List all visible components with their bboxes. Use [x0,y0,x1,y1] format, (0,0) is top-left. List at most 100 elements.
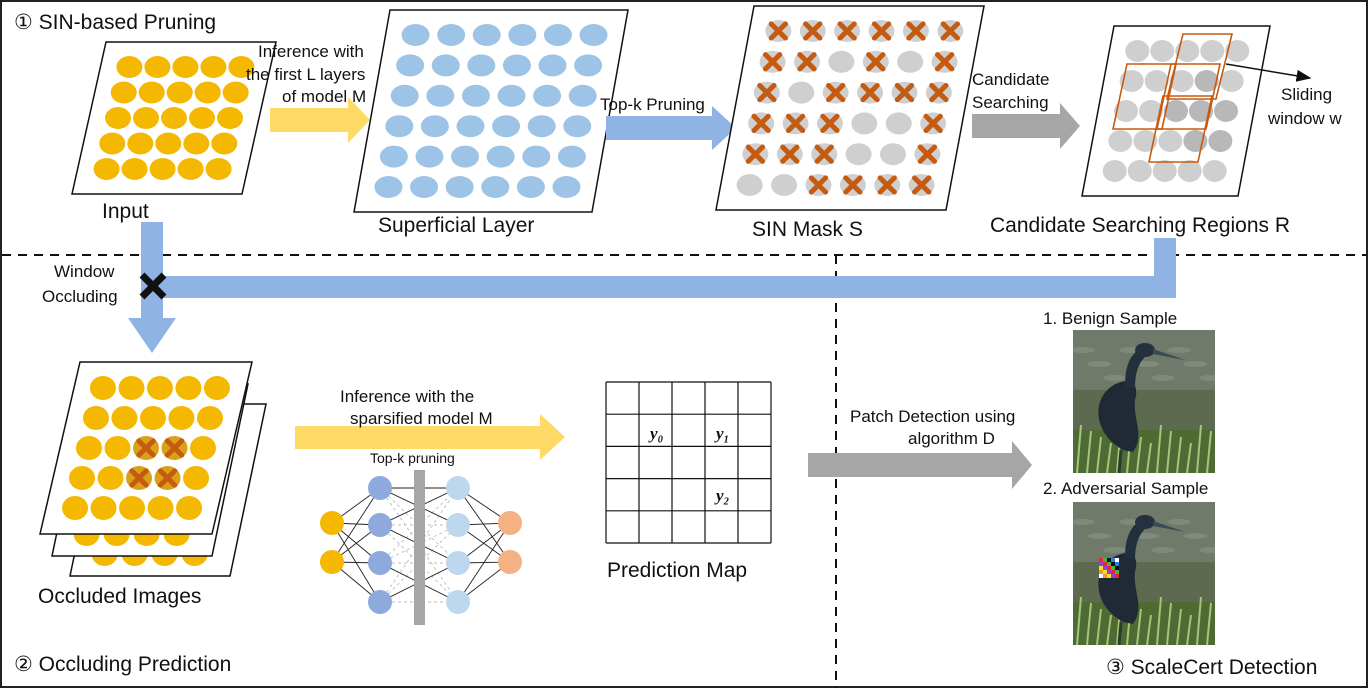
grid-dot [486,145,515,168]
nn-edge [379,487,459,603]
grass-area [1073,602,1215,645]
arrow4-label-line1: Inference with the [340,387,474,406]
adversarial-patch-pixel [1103,566,1107,570]
nn-node [368,590,392,614]
grid-dot [467,54,496,77]
heron-head [1135,343,1155,357]
cross-mark-icon [745,144,766,164]
grass-blade [1086,602,1092,645]
window-occluding-label-line2: Occluding [42,287,118,306]
grid-dot [1139,100,1163,122]
arrow1-label-line1: Inference with [258,42,364,61]
cross-mark-icon [797,52,817,72]
occluded-images-stack [39,361,267,577]
grass-area [1073,430,1215,473]
grid-dot [845,143,872,166]
grid-dot [97,466,124,490]
grid-dot [110,81,137,104]
grid-dot [533,84,562,107]
adversarial-patch-pixel [1099,562,1103,566]
grid-dot [144,56,171,78]
grid-dot [138,81,165,104]
cross-mark-icon [860,82,880,103]
grid-dot [1127,160,1152,182]
grid-dot [190,436,216,460]
water-ripple [1073,519,1095,525]
cross-mark-icon [923,113,943,134]
arrow-patch-detection [808,441,1032,489]
arrow4-label-line2: sparsified model M [350,409,493,428]
grid-dot [736,174,763,196]
grid-dot [203,376,230,400]
heron-head [1135,515,1155,529]
grid-dot [390,84,419,107]
grass-blade [1166,430,1172,473]
adversarial-patch-pixel [1115,562,1119,566]
grid-dot [516,176,545,198]
nn-edge [331,487,381,563]
candidate-regions-label: Candidate Searching Regions R [990,214,1290,237]
grid-dot [1208,130,1233,152]
adversarial-patch-pixel [1099,570,1103,574]
grid-dot [851,112,878,135]
nn-node [368,551,392,575]
grid-dot [481,176,510,198]
water-ripple [1087,361,1111,367]
cross-mark-icon [762,52,783,72]
cross-mark-icon [136,438,156,458]
arrow-inference-first-layers [270,97,370,143]
pruning-bar [414,470,425,625]
water-ripple [1135,533,1159,539]
nn-node [446,513,470,537]
grass-blade [1076,596,1082,645]
cross-mark-icon [912,175,932,195]
water-area [1073,502,1215,562]
grid-dot [166,81,193,104]
cross-mark-icon [803,21,823,41]
grid-dot [502,54,531,77]
grass-blade [1176,436,1182,473]
grid-dot [189,107,215,129]
grid-dot [788,81,815,104]
grass-blade [1096,436,1102,473]
sparsified-network [320,470,522,625]
arrow3-label-line1: Candidate [972,70,1050,89]
arrow2-label: Top-k Pruning [600,95,705,114]
nn-node [368,513,392,537]
grid-dot [522,145,551,168]
adversarial-patch-pixel [1107,574,1111,578]
cross-mark-icon [894,82,915,103]
grid-dot [445,176,474,198]
grid-dot [568,84,597,107]
water-ripple [1087,533,1111,539]
arrow-candidate-searching [972,103,1080,149]
grid-dot [104,436,131,460]
grid-dot [885,112,912,135]
grid-dot [99,132,126,155]
cross-mark-icon [757,82,777,103]
grass-blade [1136,608,1142,645]
grass-blade [1146,614,1152,645]
grid-dot [62,496,89,520]
grid-dot [574,54,603,77]
arrow1-label-line3: of model M [282,87,366,106]
adversarial-patch-pixel [1099,566,1103,570]
adversarial-patch-pixel [1103,558,1107,562]
cross-mark-icon [934,52,955,72]
grid-dot [168,406,195,430]
cross-mark-icon [871,21,892,41]
grid-dot [200,56,227,78]
heron-leg [1117,449,1123,473]
adversarial-patch-pixel [1115,558,1119,562]
sin-mask-label: SIN Mask S [752,218,863,241]
grid-dot [1108,130,1133,152]
heron-beak [1153,521,1185,532]
grid-dot [897,50,924,73]
water-ripple [1183,361,1207,367]
topk-pruning-nn-label: Top-k pruning [370,450,455,466]
cross-mark-icon [785,113,806,134]
grid-dot [133,107,159,129]
adversarial-patch-pixel [1107,566,1111,570]
arrow-inference-sparsified [295,414,565,460]
